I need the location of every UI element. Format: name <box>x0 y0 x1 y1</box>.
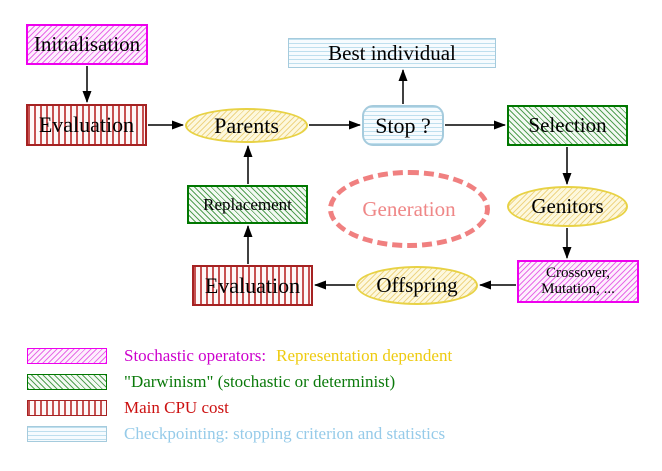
legend-swatch-magenta-hatch <box>27 348 107 364</box>
legend-label-representation-dependent: Representation dependent <box>276 346 453 365</box>
node-parents: Parents <box>185 108 308 143</box>
node-parents-label: Parents <box>214 112 279 138</box>
node-evaluation-bottom: Evaluation <box>192 265 313 306</box>
node-offspring-label: Offspring <box>376 273 458 298</box>
node-initialisation: Initialisation <box>26 24 148 65</box>
node-best-individual-label: Best individual <box>328 40 456 65</box>
node-evaluation-top-label: Evaluation <box>38 112 135 138</box>
node-stop-label: Stop ? <box>375 112 431 138</box>
node-offspring: Offspring <box>356 266 478 305</box>
legend-label-stochastic-operators: Stochastic operators: <box>124 346 267 365</box>
node-initialisation-label: Initialisation <box>33 32 141 57</box>
legend-row-darwinism: "Darwinism" (stochastic or determinist) <box>27 369 452 395</box>
node-genitors: Genitors <box>507 186 628 227</box>
legend-swatch-cyan-hlines <box>27 426 107 442</box>
generation-loop-ellipse: Generation <box>328 170 490 248</box>
legend-row-stochastic-operators: Stochastic operators: Representation dep… <box>27 343 452 369</box>
node-crossover-label-line1: Crossover, <box>546 264 610 281</box>
node-evaluation-bottom-label: Evaluation <box>204 272 301 298</box>
node-crossover-mutation: Crossover, Mutation, ... <box>517 260 639 303</box>
node-selection: Selection <box>507 105 628 146</box>
legend-label-checkpointing: Checkpointing: stopping criterion and st… <box>124 424 446 443</box>
node-best-individual: Best individual <box>288 38 496 68</box>
node-genitors-label: Genitors <box>531 194 604 219</box>
node-stop: Stop ? <box>362 105 444 146</box>
node-selection-label: Selection <box>528 113 607 138</box>
legend-row-main-cpu-cost: Main CPU cost <box>27 395 452 421</box>
legend-swatch-green-hatch <box>27 374 107 390</box>
generation-label: Generation <box>362 196 456 221</box>
legend-label-main-cpu-cost: Main CPU cost <box>124 398 229 417</box>
node-evaluation-top: Evaluation <box>26 104 147 146</box>
legend: Stochastic operators: Representation dep… <box>27 343 452 447</box>
node-crossover-label-line2: Mutation, ... <box>541 280 615 297</box>
node-replacement-label: Replacement <box>203 194 292 214</box>
node-replacement: Replacement <box>187 185 308 224</box>
legend-label-darwinism: "Darwinism" (stochastic or determinist) <box>124 372 396 391</box>
legend-swatch-red-vlines <box>27 400 107 416</box>
legend-row-checkpointing: Checkpointing: stopping criterion and st… <box>27 421 452 447</box>
